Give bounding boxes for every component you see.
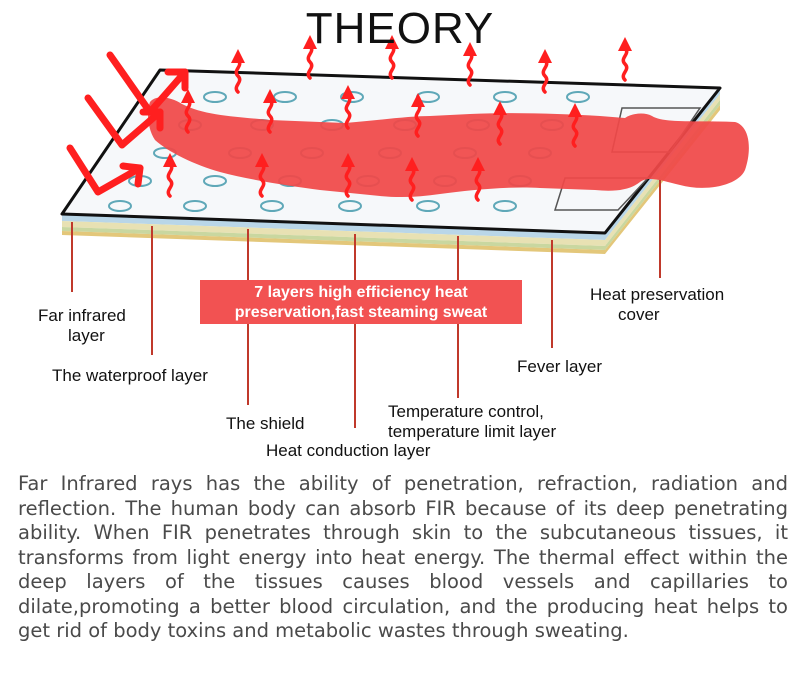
- heat-wave-arrow-icon: [471, 157, 485, 202]
- label-far-infrared-line1: Far infrared: [38, 306, 126, 325]
- label-temperature-control: Temperature control, temperature limit l…: [388, 402, 556, 442]
- label-far-infrared-line2: layer: [68, 326, 105, 345]
- fir-circle: [416, 200, 440, 212]
- heat-wave-arrow-icon: [341, 85, 355, 130]
- banner-line-2: preservation,fast steaming sweat: [234, 304, 488, 321]
- heat-wave-arrow-icon: [255, 153, 269, 198]
- label-fever: Fever layer: [517, 357, 603, 376]
- fir-circle: [338, 200, 362, 212]
- heat-wave-arrow-icon: [263, 89, 277, 134]
- page-title: THEORY: [305, 4, 495, 53]
- human-body-silhouette: [147, 97, 749, 198]
- label-shield: The shield: [226, 414, 305, 433]
- banner-line-1: 7 layers high efficiency heat: [254, 284, 468, 301]
- label-heat-conduction: Heat conduction layer: [266, 441, 431, 460]
- heat-wave-arrow-icon: [405, 157, 419, 202]
- label-waterproof: The waterproof layer: [52, 366, 208, 385]
- heat-wave-arrow-icon: [341, 153, 355, 198]
- heat-wave-arrow-icon: [493, 101, 507, 146]
- fir-circle: [108, 200, 132, 212]
- heat-wave-arrow-icon: [303, 35, 317, 80]
- label-heat-preservation: Heat preservation cover: [590, 285, 724, 325]
- heat-wave-arrow-icon: [411, 93, 425, 138]
- heat-wave-arrow-icon: [181, 89, 195, 134]
- label-far-infrared: Far infrared layer: [38, 306, 126, 346]
- fir-circle: [203, 175, 227, 187]
- heat-wave-arrow-icon: [568, 103, 582, 148]
- heat-wave-arrow-icon: [231, 49, 245, 94]
- label-heat-preservation-line2: cover: [618, 305, 660, 324]
- heat-wave-arrow-icon: [538, 49, 552, 94]
- heat-wave-arrow-icon: [385, 35, 399, 80]
- layers-banner: 7 layers high efficiency heat preservati…: [200, 280, 522, 324]
- fir-circle: [566, 91, 590, 103]
- heat-wave-arrow-icon: [618, 37, 632, 82]
- label-temperature-control-line2: temperature limit layer: [388, 422, 557, 441]
- heat-wave-arrow-icon: [463, 42, 477, 87]
- heat-wave-arrow-icon: [163, 153, 177, 198]
- fir-circle: [493, 200, 517, 212]
- label-temperature-control-line1: Temperature control,: [388, 402, 544, 421]
- heat-wave-arrow-icon: [163, 35, 632, 202]
- description-text: Far Infrared rays has the ability of pen…: [18, 472, 788, 642]
- label-heat-preservation-line1: Heat preservation: [590, 285, 725, 304]
- far-infrared-arrow-icon: [66, 51, 189, 196]
- fir-circle: [203, 91, 227, 103]
- fir-circle: [183, 200, 207, 212]
- fir-circle: [260, 200, 284, 212]
